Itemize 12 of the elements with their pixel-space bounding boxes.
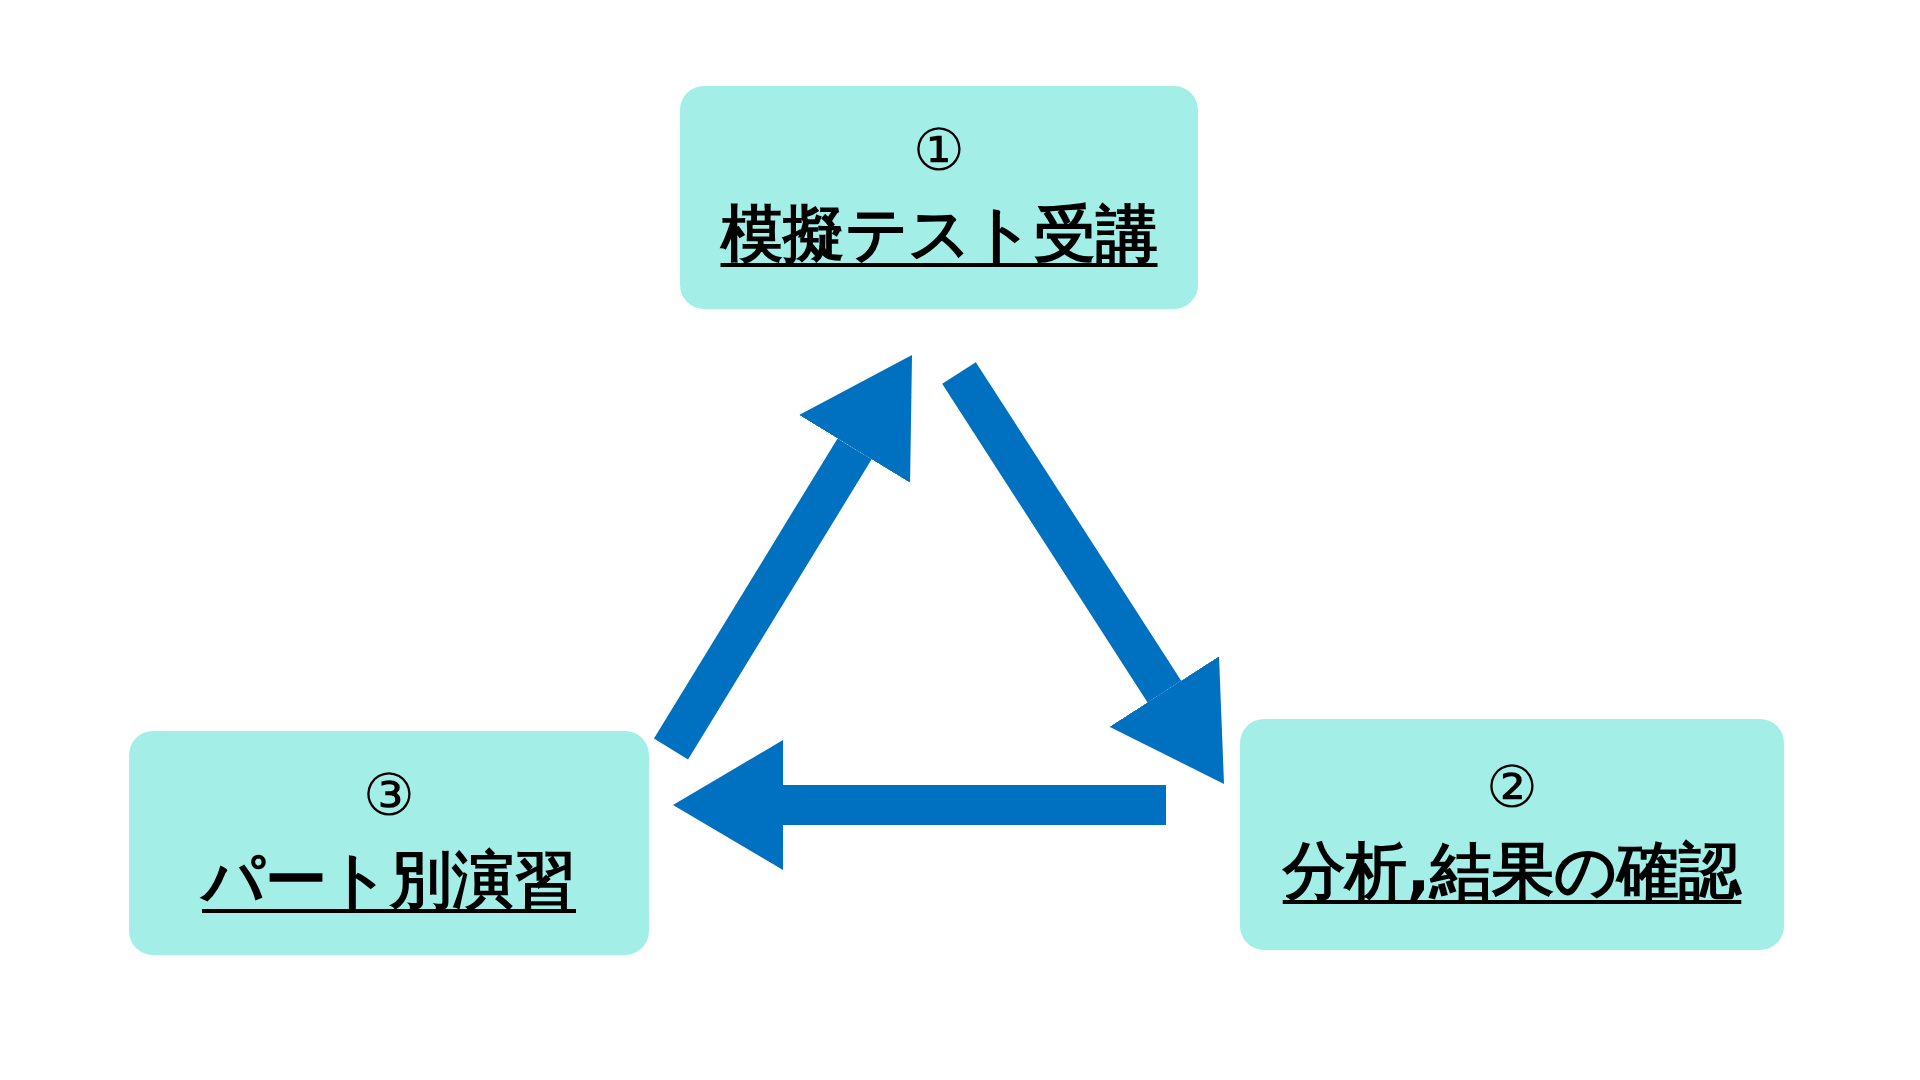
process-box — [1240, 719, 1784, 950]
arrow — [942, 362, 1224, 784]
step-number: ② — [1486, 755, 1538, 820]
arrow — [673, 740, 1166, 870]
step-title: 模擬テスト受講 — [720, 196, 1158, 273]
process-box — [680, 86, 1198, 309]
step-title: パート別演習 — [202, 841, 576, 918]
step-title: 分析,結果の確認 — [1282, 833, 1742, 910]
step-number: ① — [913, 118, 965, 183]
process-box — [129, 731, 649, 955]
arrow — [653, 355, 912, 760]
step-number: ③ — [363, 764, 415, 828]
